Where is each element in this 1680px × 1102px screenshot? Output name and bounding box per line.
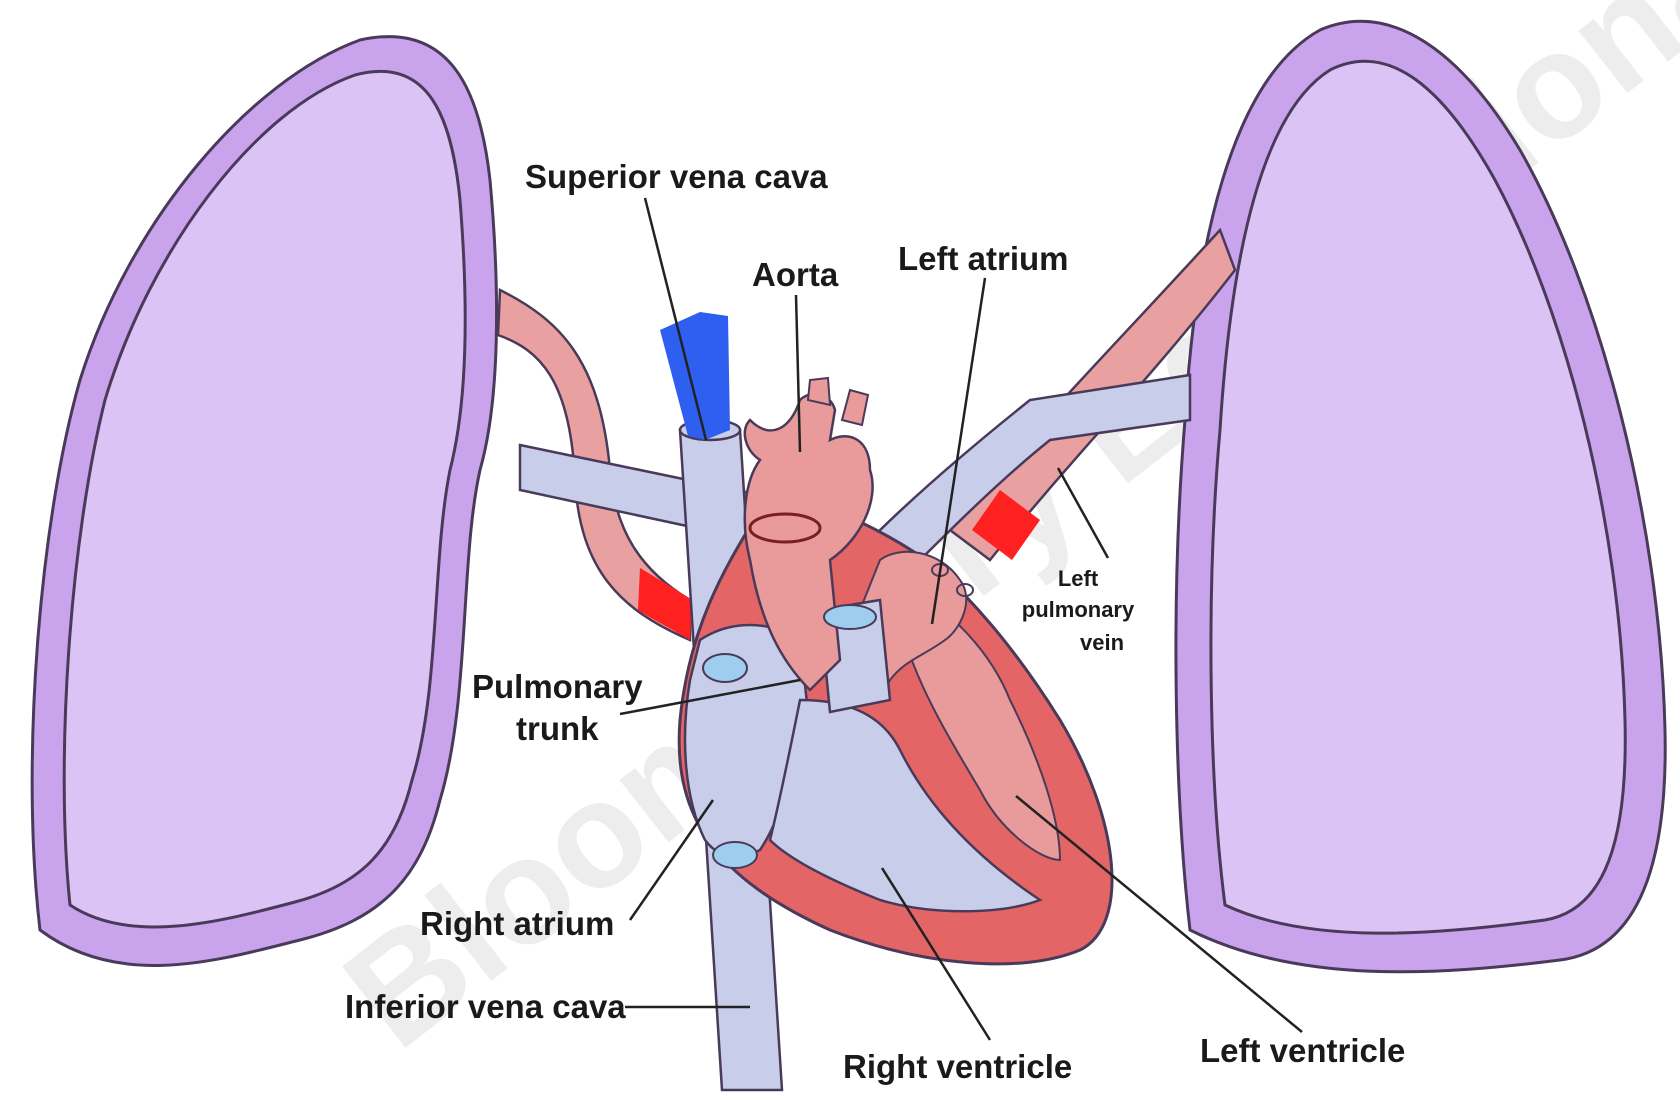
label-left-pulmonary-vein-line2: pulmonary	[1022, 597, 1135, 622]
label-left-ventricle: Left ventricle	[1200, 1032, 1405, 1069]
label-right-ventricle: Right ventricle	[843, 1048, 1072, 1085]
label-left-atrium: Left atrium	[898, 240, 1069, 277]
label-superior-vena-cava: Superior vena cava	[525, 158, 828, 195]
label-pulmonary-trunk-line2: trunk	[516, 710, 599, 747]
label-left-pulmonary-vein-line3: vein	[1080, 630, 1124, 655]
right-lung	[32, 37, 496, 966]
label-left-pulmonary-vein-line1: Left	[1058, 566, 1099, 591]
label-pulmonary-trunk-line1: Pulmonary	[472, 668, 643, 705]
label-inferior-vena-cava: Inferior vena cava	[345, 988, 626, 1025]
label-aorta: Aorta	[752, 256, 839, 293]
label-right-atrium: Right atrium	[420, 905, 614, 942]
left-lung	[1176, 21, 1665, 971]
